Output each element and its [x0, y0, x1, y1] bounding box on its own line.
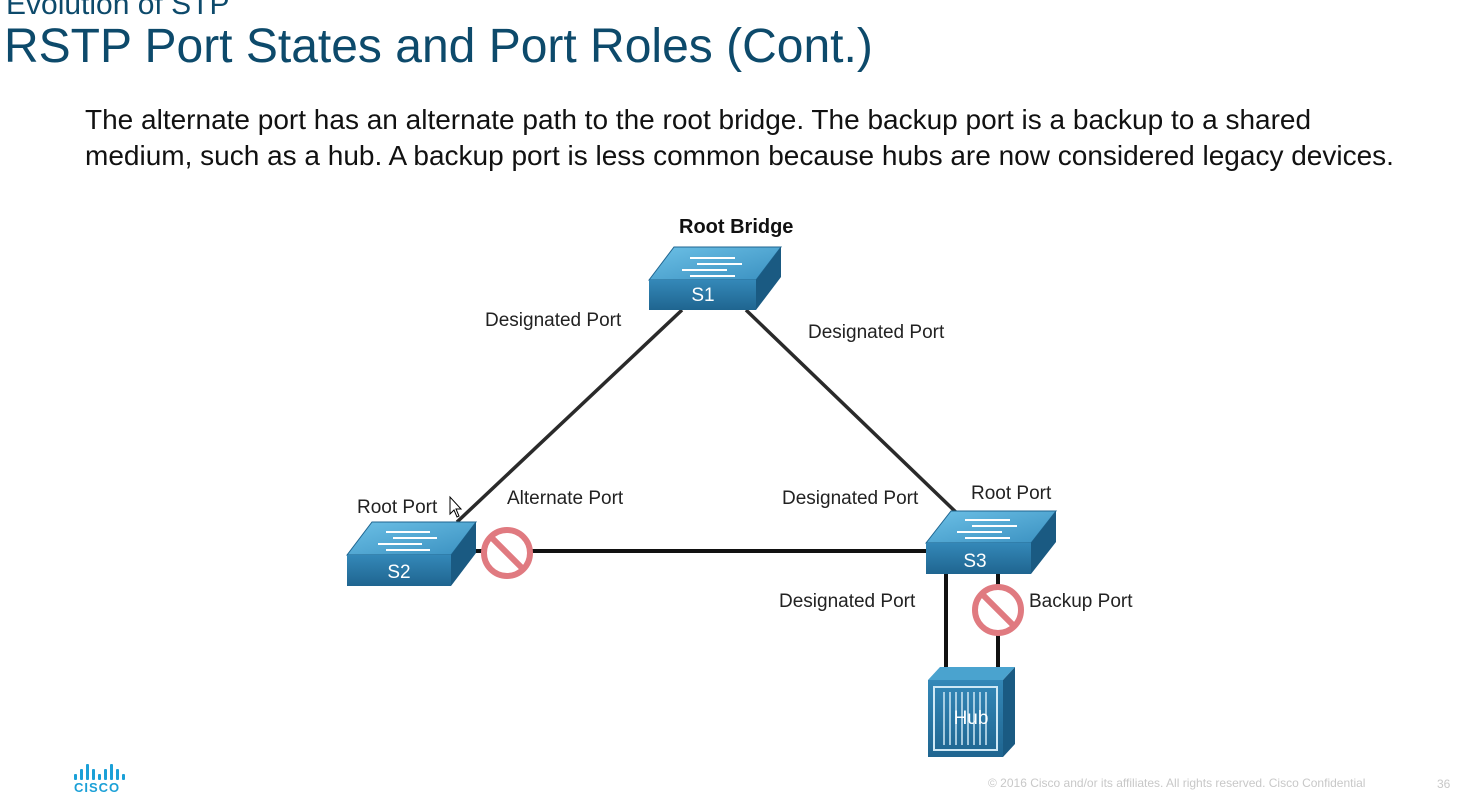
s3-hub-port-label: Designated Port	[779, 591, 916, 612]
s3-top-port-label: Designated Port	[782, 488, 919, 509]
switch-s3: S3	[924, 510, 1058, 574]
s2-root-port-label: Root Port	[357, 497, 438, 518]
switch-s2-label: S2	[387, 562, 410, 583]
hub: Hub	[928, 667, 1015, 757]
link-s1-s3	[744, 308, 964, 520]
switch-arrows-icon	[957, 519, 1017, 539]
s1-right-port-label: Designated Port	[808, 322, 945, 343]
s3-root-port-label: Root Port	[971, 483, 1052, 504]
s3-backup-port-label: Backup Port	[1029, 591, 1133, 612]
cisco-wordmark: CISCO	[74, 780, 121, 795]
page-number: 36	[1437, 777, 1451, 791]
switch-s1: S1	[647, 246, 783, 310]
slide-title: RSTP Port States and Port Roles (Cont.)	[4, 20, 873, 73]
blocked-backup-icon	[972, 584, 1024, 636]
switch-arrows-icon	[378, 531, 437, 551]
switch-s3-label: S3	[963, 551, 986, 572]
switch-arrows-icon	[682, 257, 742, 277]
links	[455, 308, 1000, 668]
footer-copyright: © 2016 Cisco and/or its affiliates. All …	[988, 776, 1366, 790]
s2-alternate-port-label: Alternate Port	[507, 488, 624, 509]
hub-label: Hub	[954, 708, 989, 729]
cisco-logo: CISCO	[74, 764, 136, 796]
hub-grille-icon	[943, 692, 987, 745]
section-title: Evolution of STP	[6, 0, 230, 21]
switch-s1-label: S1	[691, 285, 714, 306]
blocked-alternate-icon	[481, 527, 533, 579]
mouse-cursor-icon	[449, 495, 463, 518]
switch-s2: S2	[345, 521, 478, 586]
root-bridge-label: Root Bridge	[679, 216, 793, 238]
body-text: The alternate port has an alternate path…	[85, 104, 1394, 171]
link-s1-s2	[455, 308, 684, 524]
cisco-bars-icon	[74, 764, 136, 780]
s1-left-port-label: Designated Port	[485, 310, 622, 331]
